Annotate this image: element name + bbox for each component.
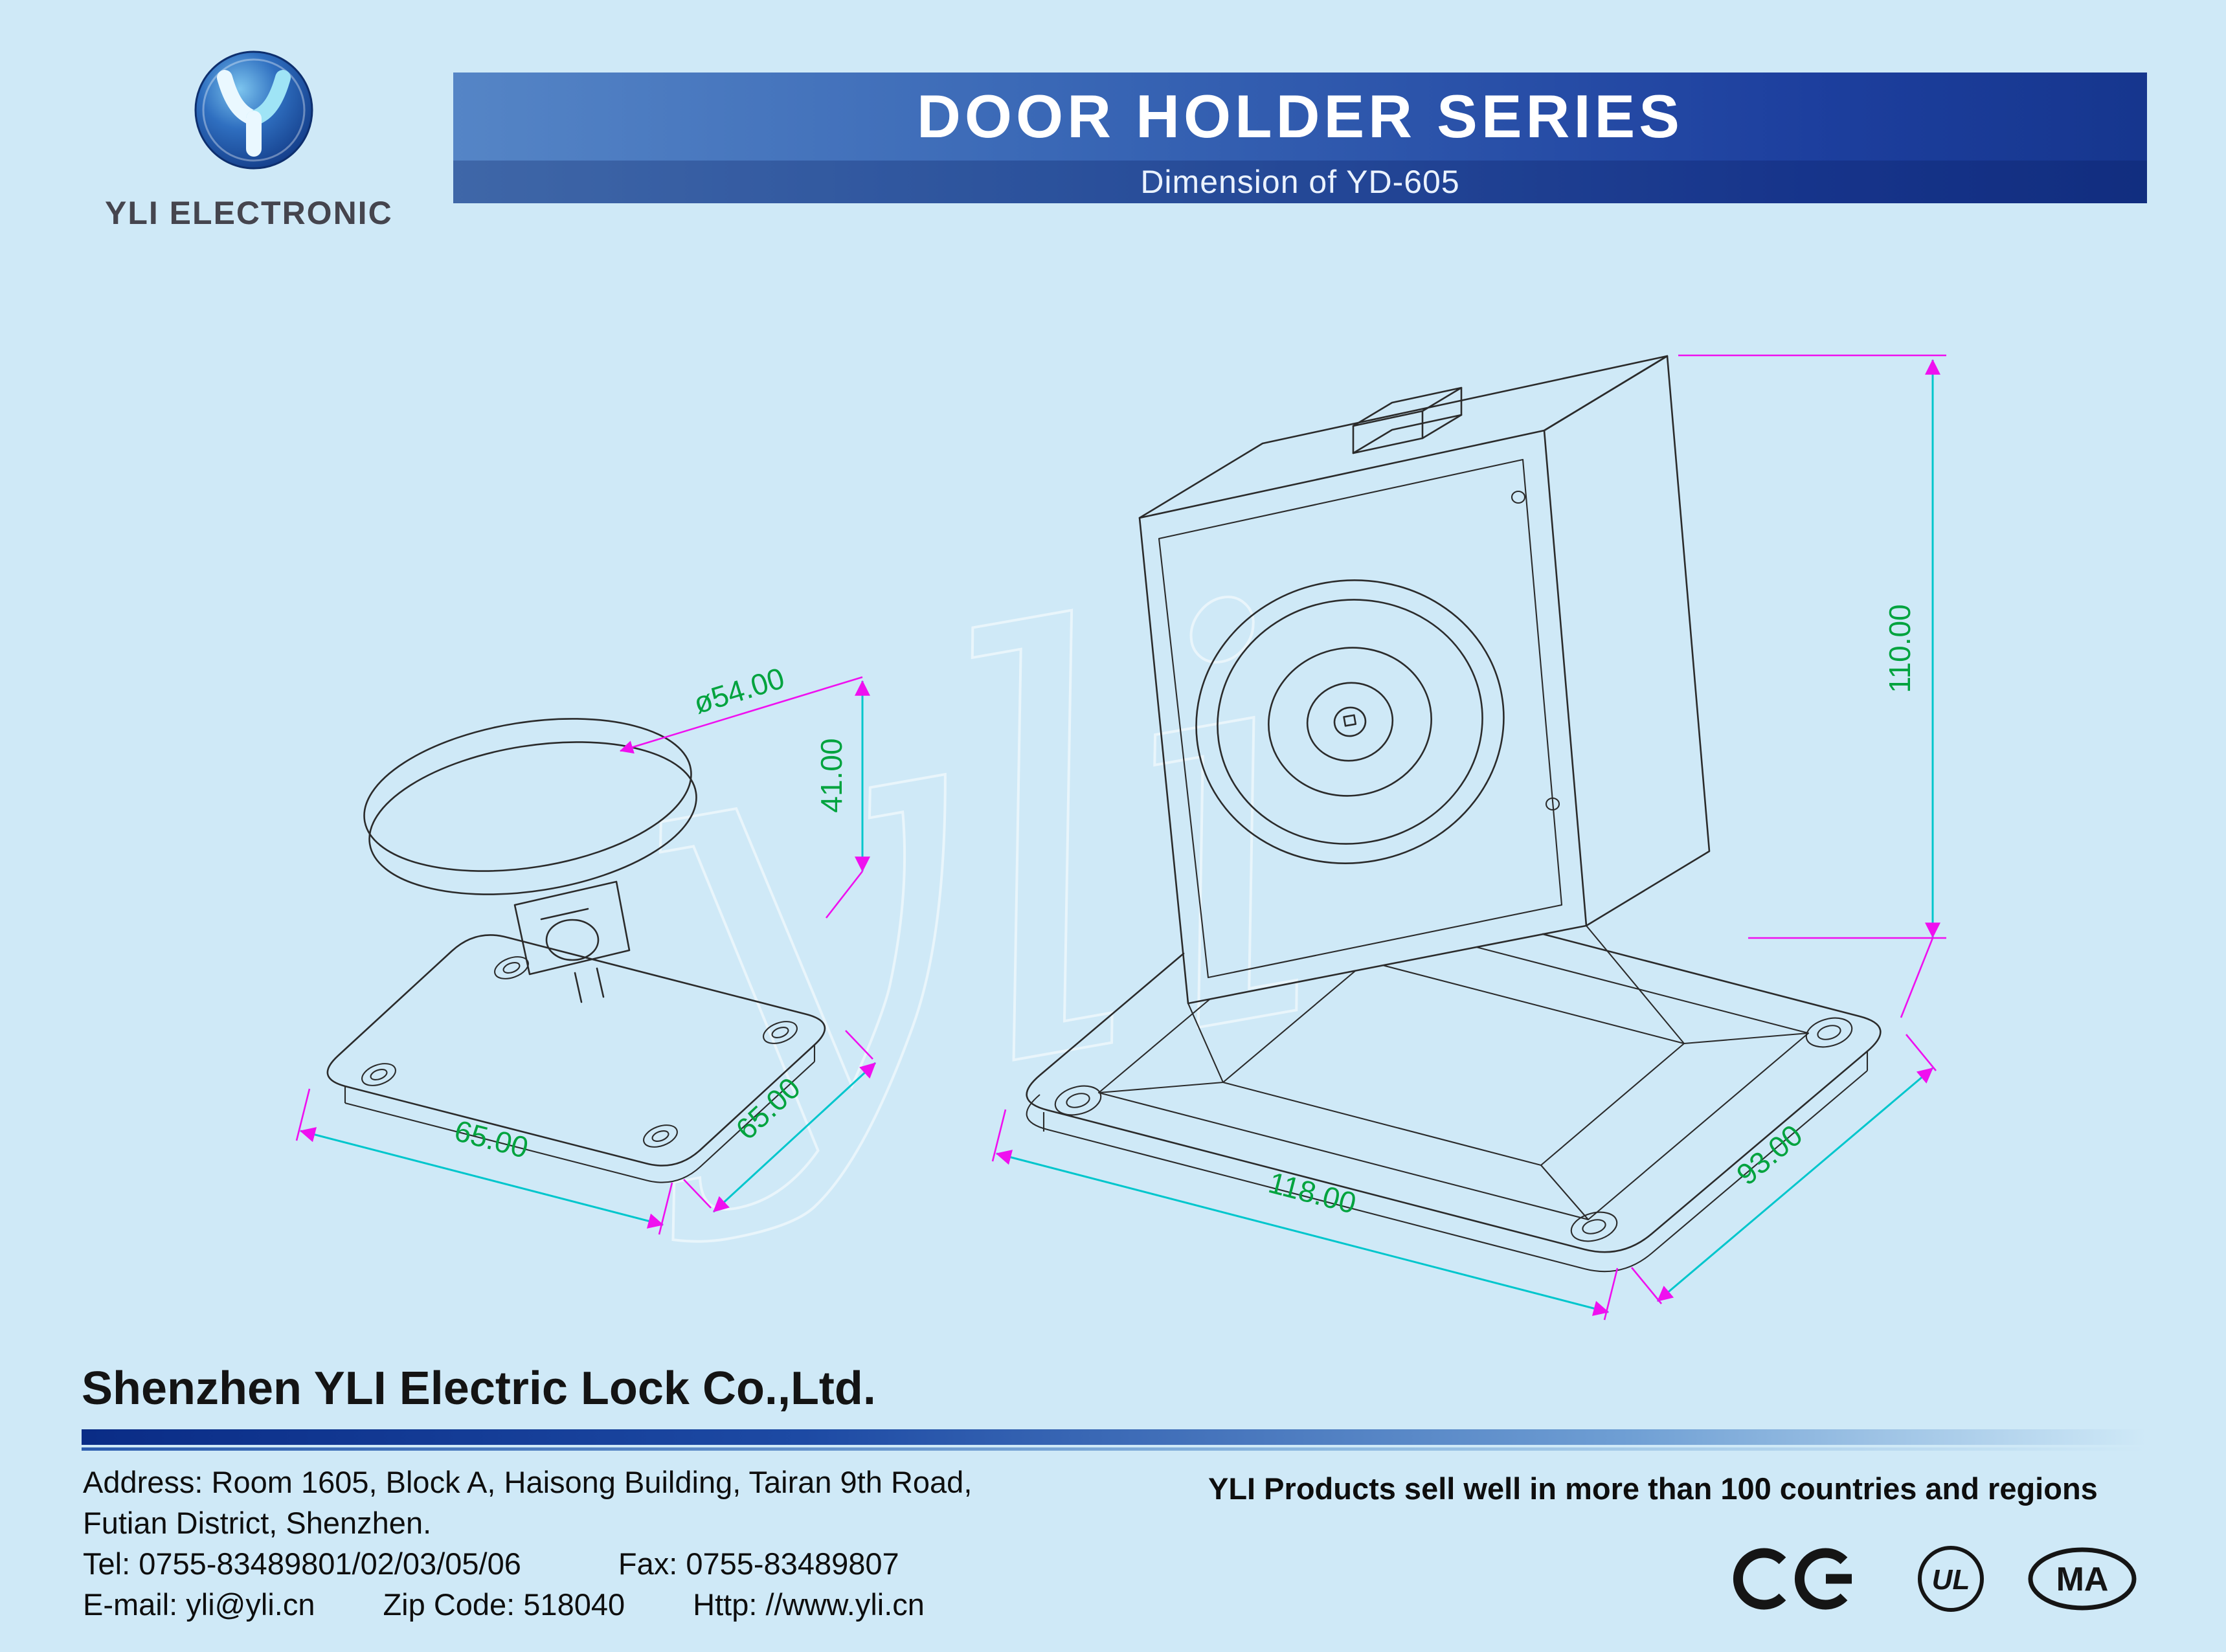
logo-text: YLI ELECTRONIC: [105, 195, 393, 231]
magnet-face: [1195, 579, 1505, 864]
address-line-2: Futian District, Shenzhen.: [83, 1506, 432, 1540]
dim-label-65-width: 65.00: [451, 1113, 532, 1165]
email-label: E-mail: yli@yli.cn: [83, 1587, 315, 1622]
left-base-plate: [326, 934, 826, 1166]
fax-label: Fax: 0755-83489807: [618, 1546, 899, 1581]
banner-subtitle: Dimension of YD-605: [453, 161, 2147, 203]
certification-marks: UL MA: [1729, 1543, 2141, 1614]
tagline: YLI Products sell well in more than 100 …: [1208, 1471, 2098, 1506]
right-base-plate: [1026, 933, 1882, 1253]
banner: DOOR HOLDER SERIES Dimension of YD-605: [453, 73, 2147, 203]
ul-mark-label: UL: [1932, 1564, 1970, 1596]
ce-mark-icon: [1733, 1548, 1852, 1610]
ma-mark-label: MA: [2056, 1561, 2109, 1598]
zip-label: Zip Code: 518040: [383, 1587, 625, 1622]
dim-label-93: 93.00: [1730, 1118, 1809, 1192]
address-line-1: Address: Room 1605, Block A, Haisong Bui…: [83, 1465, 972, 1499]
dim-label-41: 41.00: [815, 738, 848, 812]
ul-mark-icon: UL: [1918, 1546, 1984, 1612]
company-logo-icon: [194, 50, 313, 170]
swivel-joint: [513, 880, 631, 1003]
tel-label: Tel: 0755-83489801/02/03/05/06: [83, 1546, 521, 1581]
company-name: Shenzhen YLI Electric Lock Co.,Ltd.: [82, 1363, 876, 1414]
banner-title: DOOR HOLDER SERIES: [917, 82, 1683, 150]
email-line: E-mail: yli@yli.cn Zip Code: 518040 Http: …: [83, 1584, 972, 1625]
holder-body: [1138, 355, 1711, 1005]
dim-label-118: 118.00: [1265, 1165, 1360, 1220]
watermark-text: yli: [556, 480, 1373, 1257]
watermark: yli: [554, 478, 1375, 1258]
dim-label-110: 110.00: [1883, 604, 1917, 693]
website-label: Http: //www.yli.cn: [693, 1587, 925, 1622]
footer-divider-bar: [82, 1429, 2146, 1451]
release-button: [1352, 386, 1463, 454]
armature-disc: [363, 718, 697, 895]
address-block: Address: Room 1605, Block A, Haisong Bui…: [83, 1462, 972, 1625]
tel-fax-line: Tel: 0755-83489801/02/03/05/06 Fax: 0755-…: [83, 1543, 972, 1584]
ma-mark-icon: MA: [2028, 1547, 2137, 1611]
